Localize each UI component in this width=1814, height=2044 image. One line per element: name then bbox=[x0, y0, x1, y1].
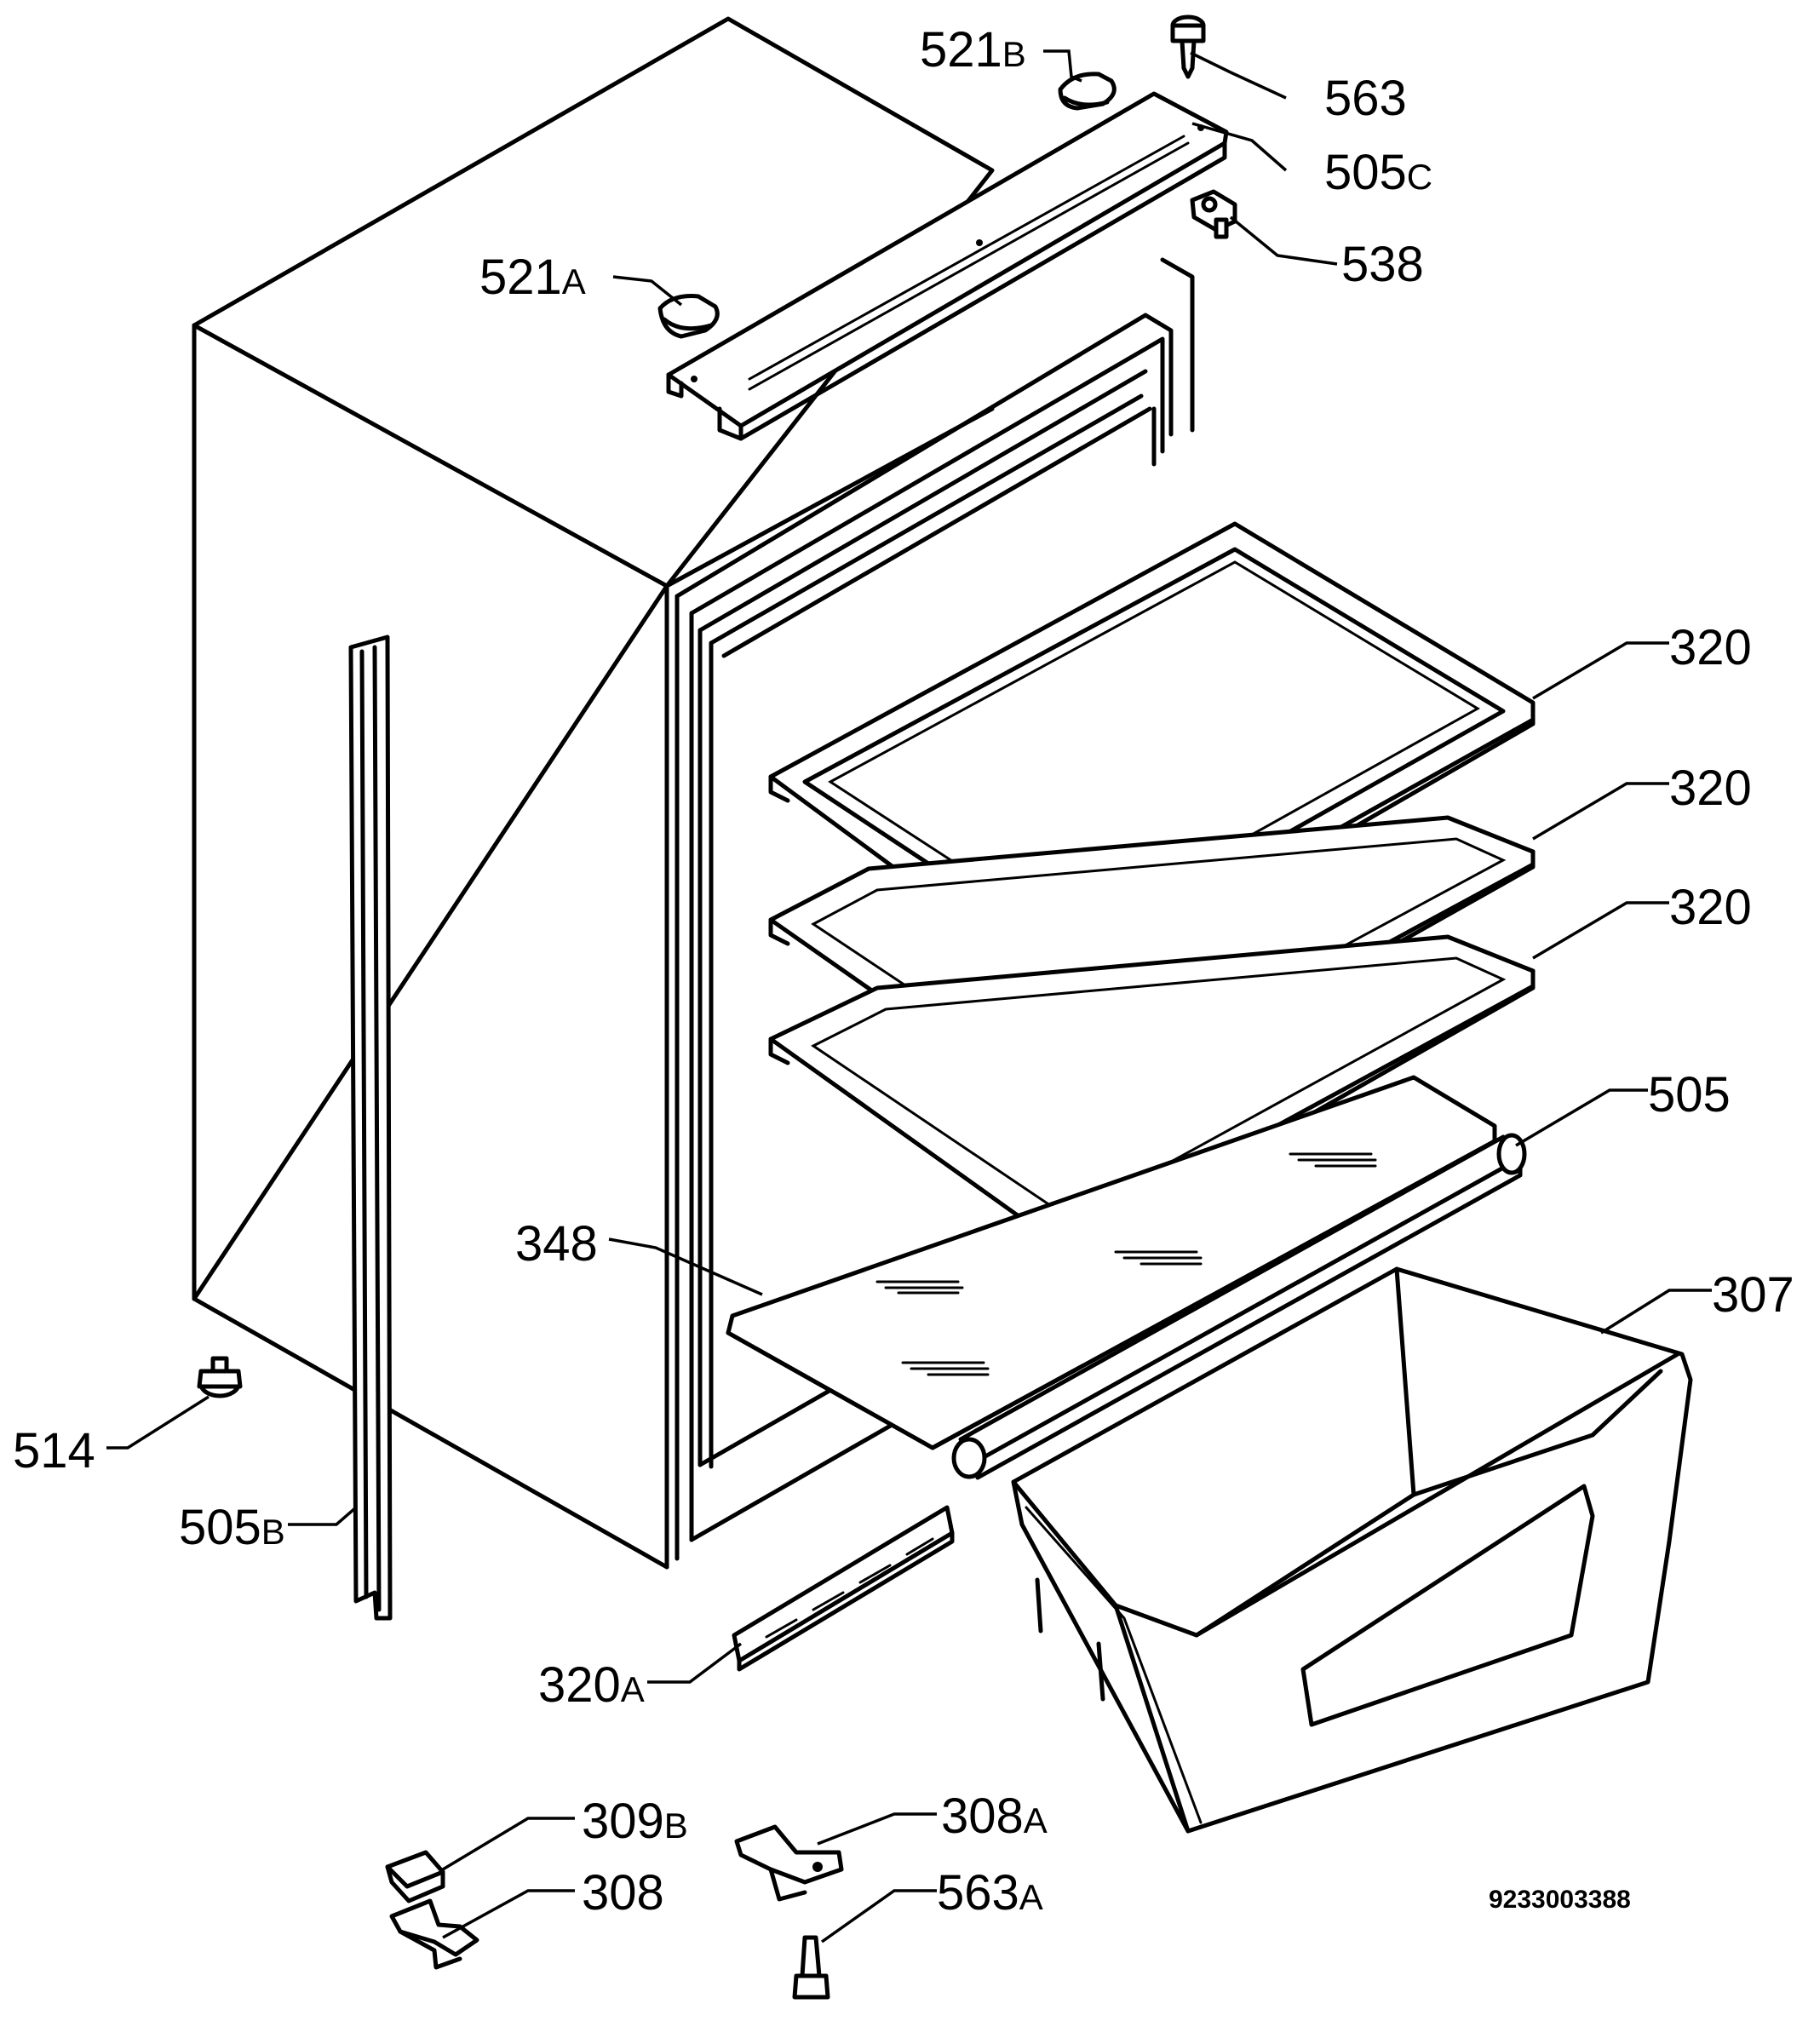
label-307: 307 bbox=[1712, 1267, 1794, 1323]
part-514-foot bbox=[197, 1356, 243, 1398]
part-563a-screw bbox=[792, 1935, 830, 2000]
label-505b: 505B bbox=[179, 1500, 285, 1555]
part-505-front-strip bbox=[951, 1133, 1527, 1480]
part-521a-cap bbox=[657, 294, 720, 339]
part-307-drawer bbox=[1011, 1266, 1693, 1834]
label-348: 348 bbox=[515, 1216, 598, 1272]
label-308a: 308A bbox=[941, 1788, 1048, 1844]
label-320-shelf-1: 320 bbox=[1669, 620, 1752, 675]
label-309b: 309B bbox=[582, 1794, 688, 1849]
label-320-shelf-3: 320 bbox=[1669, 880, 1752, 935]
label-514: 514 bbox=[13, 1423, 95, 1478]
label-521a: 521A bbox=[479, 250, 586, 305]
cabinet bbox=[192, 16, 1195, 1570]
label-538: 538 bbox=[1341, 237, 1424, 292]
part-538-hinge bbox=[1190, 189, 1237, 239]
label-308: 308 bbox=[582, 1865, 664, 1921]
part-309b-clip bbox=[385, 1850, 445, 1903]
label-320a: 320A bbox=[538, 1657, 645, 1713]
label-563: 563 bbox=[1324, 71, 1407, 126]
label-521b: 521B bbox=[920, 22, 1026, 78]
part-308a-bracket bbox=[734, 1824, 844, 1902]
part-320a-rail bbox=[732, 1505, 955, 1672]
part-505b-vertical-strip bbox=[348, 634, 393, 1621]
part-521b-cap bbox=[1058, 72, 1117, 111]
leader-lines bbox=[106, 49, 1712, 1944]
part-505c-top-rail bbox=[666, 91, 1229, 441]
part-labels: 521B 563 505C 521A 538 320 320 320 505 3… bbox=[13, 22, 1794, 1921]
document-number: 9233003388 bbox=[1489, 1886, 1631, 1914]
part-563-screw bbox=[1170, 14, 1206, 79]
label-320-shelf-2: 320 bbox=[1669, 761, 1752, 816]
label-505: 505 bbox=[1648, 1067, 1731, 1122]
part-308-bracket bbox=[389, 1898, 479, 1970]
label-563a: 563A bbox=[937, 1865, 1043, 1921]
label-505c: 505C bbox=[1324, 145, 1432, 200]
